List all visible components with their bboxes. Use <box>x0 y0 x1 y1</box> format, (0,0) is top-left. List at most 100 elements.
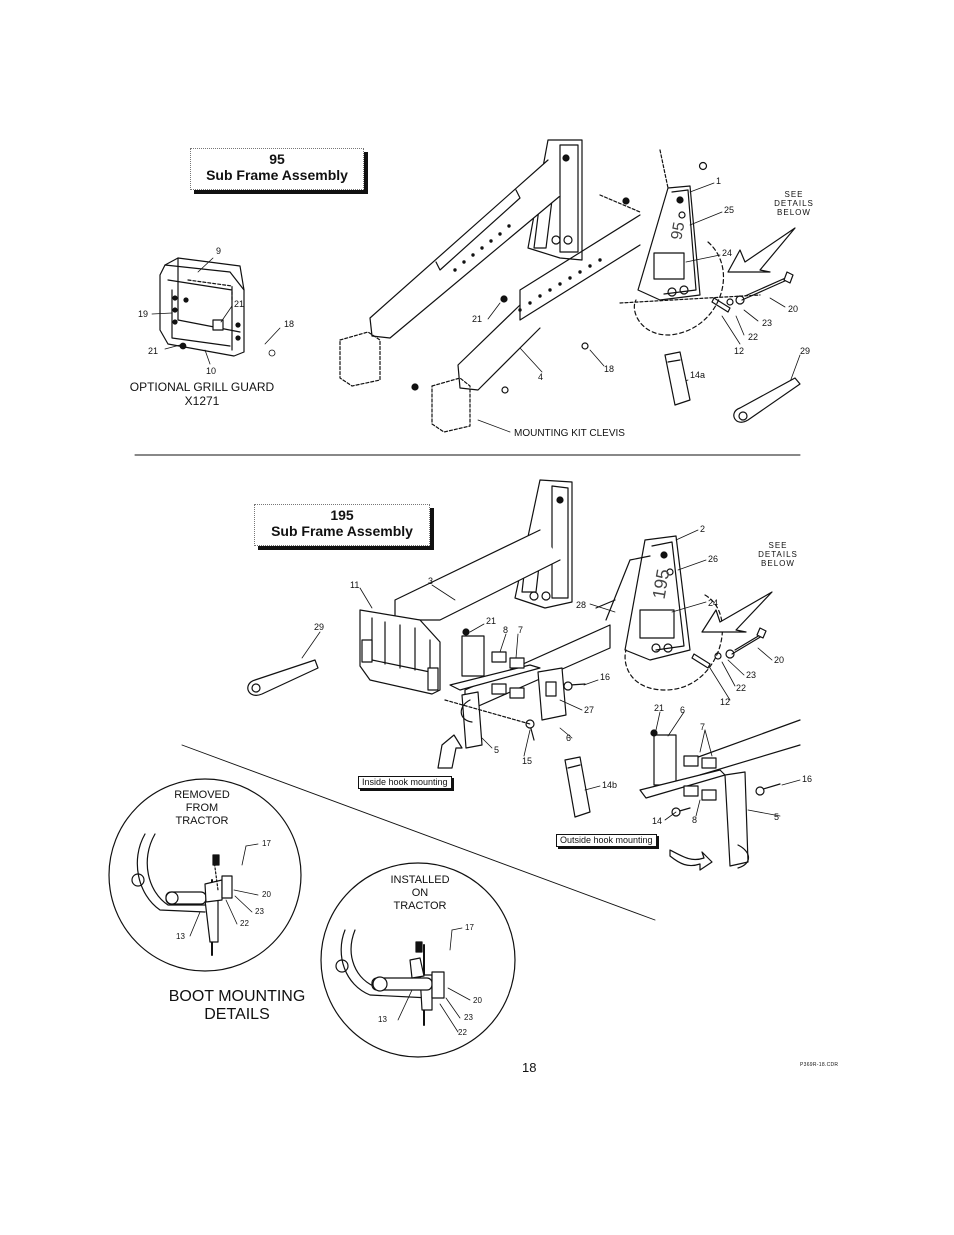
callout-bottom-16a: 16 <box>600 672 611 682</box>
callout-bottom-24: 24 <box>708 598 719 608</box>
inside-hook-arrow <box>437 734 463 769</box>
see-details-bottom-2: DETAILS <box>758 550 798 559</box>
section-title-195: 195 Sub Frame Assembly <box>254 504 430 546</box>
detail-removed-leaders <box>189 843 259 937</box>
wrench-29-bottom <box>247 659 319 696</box>
callout-bottom-12: 12 <box>720 697 731 707</box>
callout-bottom-23: 23 <box>746 670 757 680</box>
inside-hook-mount-drawing <box>444 628 586 749</box>
callout-bottom-26: 26 <box>708 554 719 564</box>
callout-removed-13: 13 <box>176 932 185 941</box>
frame-95-leaders <box>477 182 801 433</box>
callout-installed-23: 23 <box>464 1013 473 1022</box>
callout-bottom-2: 2 <box>700 524 706 534</box>
grill-guard-leaders <box>151 257 281 365</box>
callout-top-19: 19 <box>138 309 149 319</box>
grill-guard-11-drawing <box>359 609 441 695</box>
inside-hook-label: Inside hook mounting <box>358 776 452 789</box>
callout-installed-17: 17 <box>465 923 474 932</box>
installed-line1: INSTALLED <box>390 874 450 886</box>
callout-top-1: 1 <box>716 176 722 186</box>
callout-removed-20: 20 <box>262 890 271 899</box>
callout-top-21a: 21 <box>234 299 245 309</box>
callout-bottom-6b: 6 <box>680 705 686 715</box>
callout-bottom-16b: 16 <box>802 774 813 784</box>
callout-bottom-21b: 21 <box>654 703 665 713</box>
callout-bottom-3: 3 <box>428 576 434 586</box>
callout-bottom-7b: 7 <box>700 722 706 732</box>
removed-line3: TRACTOR <box>175 815 229 827</box>
boot-mounting-line2: DETAILS <box>204 1006 270 1023</box>
section-number-95: 95 <box>269 151 285 167</box>
callout-top-22: 22 <box>748 332 759 342</box>
callout-bottom-6a: 6 <box>566 733 572 743</box>
section-title-text-95: Sub Frame Assembly <box>206 167 348 183</box>
callout-top-29: 29 <box>800 346 811 356</box>
see-details-arrow-top <box>727 227 796 273</box>
callout-bottom-14b: 14b <box>602 780 618 790</box>
wrench-29-top <box>733 377 801 423</box>
callout-installed-13: 13 <box>378 1015 387 1024</box>
callout-bottom-27: 27 <box>584 705 595 715</box>
see-details-top-3: BELOW <box>777 208 811 217</box>
see-details-arrow-bottom <box>701 591 773 633</box>
callout-bottom-8a: 8 <box>503 625 509 635</box>
callout-bottom-14: 14 <box>652 816 663 826</box>
removed-line1: REMOVED <box>174 789 230 801</box>
callout-removed-22: 22 <box>240 919 249 928</box>
callout-top-14a: 14a <box>690 370 706 380</box>
section-title-95: 95 Sub Frame Assembly <box>190 148 364 190</box>
see-details-bottom-1: SEE <box>768 541 788 550</box>
mounting-kit-label: MOUNTING KIT CLEVIS <box>514 428 625 439</box>
callout-top-24: 24 <box>722 248 733 258</box>
grill-guard-drawing <box>159 257 245 357</box>
removed-from-tractor-caption: REMOVED FROM TRACTOR <box>162 789 242 828</box>
grill-guard-line1: OPTIONAL GRILL GUARD <box>129 380 275 394</box>
see-details-top-1: SEE <box>784 190 804 199</box>
see-details-top: SEE DETAILS BELOW <box>770 190 818 217</box>
callout-top-9: 9 <box>216 246 222 256</box>
callout-top-18b: 18 <box>604 364 615 374</box>
callout-installed-20: 20 <box>473 996 482 1005</box>
see-details-bottom: SEE DETAILS BELOW <box>754 541 802 568</box>
outside-hook-arrow <box>669 849 713 871</box>
frame-support-14a <box>664 351 691 406</box>
section-number-195: 195 <box>330 507 354 523</box>
callout-bottom-15: 15 <box>522 756 533 766</box>
callout-top-10: 10 <box>206 366 217 376</box>
detail-installed-leaders <box>397 927 471 1033</box>
callout-top-18a: 18 <box>284 319 295 329</box>
frame-95-drawing <box>339 139 794 433</box>
callout-top-20: 20 <box>788 304 799 314</box>
callout-installed-22: 22 <box>458 1028 467 1037</box>
boot-mounting-line1: BOOT MOUNTING <box>168 988 306 1005</box>
frame-plate-text-95: 95 <box>668 220 689 242</box>
callout-bottom-22: 22 <box>736 683 747 693</box>
callout-bottom-11: 11 <box>350 580 360 590</box>
callout-top-12: 12 <box>734 346 745 356</box>
page-number: 18 <box>522 1060 537 1075</box>
callout-bottom-5a: 5 <box>494 745 500 755</box>
callout-bottom-7a: 7 <box>518 625 524 635</box>
detail-removed-drawing <box>108 778 302 972</box>
file-code: P369R-18.CDR <box>800 1062 839 1068</box>
callout-bottom-8b: 8 <box>692 815 698 825</box>
grill-guard-line2: X1271 <box>184 394 220 408</box>
outside-hook-label: Outside hook mounting <box>556 834 657 847</box>
callout-top-23: 23 <box>762 318 773 328</box>
callout-bottom-5b: 5 <box>774 812 780 822</box>
callout-top-25: 25 <box>724 205 735 215</box>
frame-support-14b <box>564 756 591 818</box>
section-title-text-195: Sub Frame Assembly <box>271 523 413 539</box>
callout-removed-17: 17 <box>262 839 271 848</box>
callout-removed-23: 23 <box>255 907 264 916</box>
callout-bottom-21a: 21 <box>486 616 497 626</box>
callout-top-21c: 21 <box>472 314 483 324</box>
pins-bottom-right <box>691 627 767 669</box>
callout-bottom-28: 28 <box>576 600 587 610</box>
callout-bottom-29: 29 <box>314 622 325 632</box>
removed-line2: FROM <box>185 802 219 814</box>
boot-mounting-caption: BOOT MOUNTING DETAILS <box>162 988 312 1024</box>
